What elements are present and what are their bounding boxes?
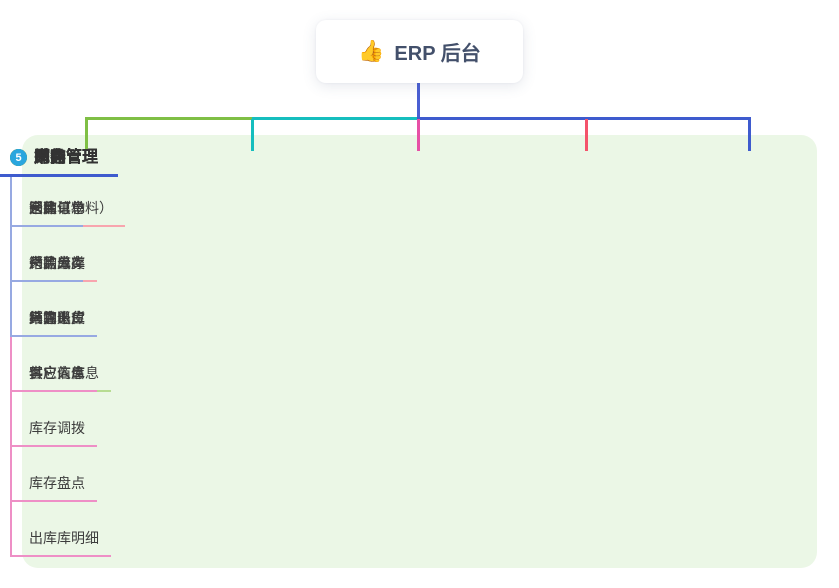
child-node[interactable]: 库存调拨: [12, 392, 111, 447]
branch-number-badge: 5: [10, 149, 27, 166]
connector-branch2-drop: [251, 119, 254, 151]
branch-label: 财务管理: [34, 149, 99, 166]
branch-label: 库存管理: [34, 149, 99, 166]
child-node[interactable]: 结算账户: [12, 282, 97, 337]
branch-header[interactable]: 5 财务管理: [0, 147, 118, 177]
child-node-label: 其它入库: [12, 363, 97, 392]
connector-branch1-drop: [85, 119, 88, 151]
child-node-label: 出库库明细: [12, 528, 111, 557]
child-node[interactable]: 付款单: [12, 227, 97, 282]
root-label: ERP 后台: [394, 43, 481, 65]
branch-column: 5 财务管理 回款单付款单结算账户: [0, 147, 118, 337]
root-node[interactable]: 👍 ERP 后台: [316, 20, 523, 83]
panel-background: [22, 135, 817, 568]
child-node-label: 库存调拨: [12, 418, 97, 447]
branch-label: 销售管理: [34, 149, 99, 166]
child-node[interactable]: 其它入库: [12, 337, 111, 392]
branch-label: 产品管理: [34, 149, 99, 166]
connector-branch2-horizontal: [252, 117, 418, 120]
branch-children: 回款单付款单结算账户: [10, 177, 97, 337]
connector-root-line: [417, 82, 420, 118]
child-node-label: 回款单: [12, 198, 83, 227]
connector-branch3-drop: [417, 119, 420, 151]
child-node[interactable]: 回款单: [12, 177, 97, 227]
connector-branch1-horizontal: [85, 117, 253, 120]
thumbs-up-icon: 👍: [358, 40, 385, 63]
branch-label: 采购管理: [34, 149, 99, 166]
connector-branch5-horizontal: [417, 117, 751, 120]
child-node[interactable]: 出库库明细: [12, 502, 111, 557]
connector-branch4-drop: [585, 119, 588, 151]
child-node-label: 付款单: [12, 253, 83, 282]
connector-branch5-drop: [748, 119, 751, 151]
child-node-label: 结算账户: [12, 308, 97, 337]
child-node-label: 库存盘点: [12, 473, 97, 502]
child-node[interactable]: 库存盘点: [12, 447, 111, 502]
